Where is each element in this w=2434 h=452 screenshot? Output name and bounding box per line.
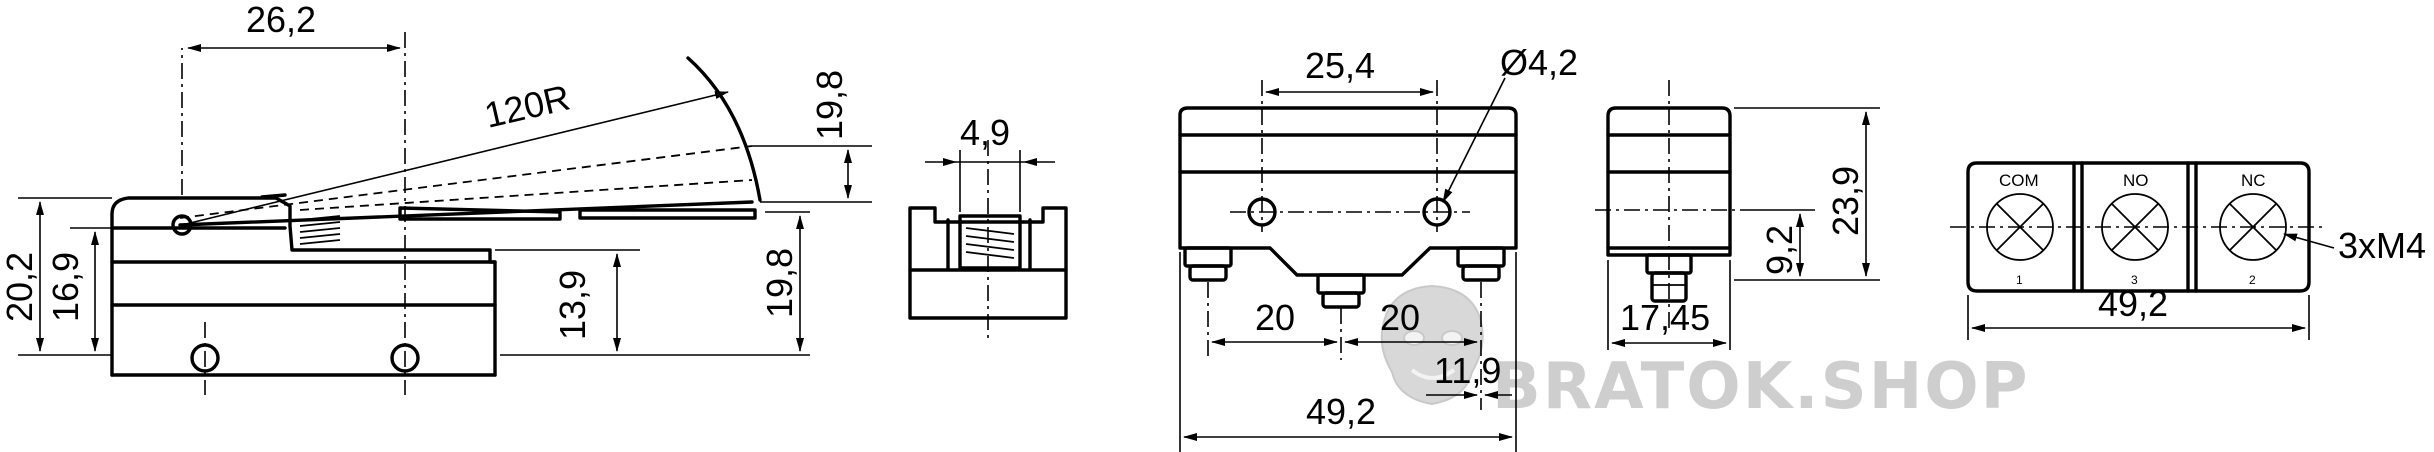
terminal-left [1183, 246, 1233, 282]
screw-no-icon [2101, 193, 2169, 261]
plunger-body [958, 214, 1022, 270]
terminal-body-outline [1966, 161, 2311, 293]
terminal-number-com: 1 [2016, 273, 2023, 287]
terminal-label-com: COM [1999, 171, 2039, 190]
terminal-number-nc: 2 [2249, 273, 2256, 287]
front-view: 25,4 Ø4,2 20 20 11,9 49,2 [1178, 42, 1578, 452]
dim-lever-offset: 26,2 [246, 0, 316, 40]
front-body-outline [1178, 106, 1518, 277]
screw-spec-label: 3xM4 [2338, 225, 2426, 266]
dim-mount-height: 13,9 [552, 270, 593, 340]
watermark-text: BRATOK.SHOP [1492, 350, 2030, 424]
plunger-housing-outline [908, 206, 1068, 320]
dim-hole-height: 9,2 [1759, 225, 1800, 275]
dim-button-height: 19,8 [759, 248, 800, 318]
side-view: 120R 26,2 19,8 19,8 13,9 20,2 16,9 [0, 0, 872, 395]
terminal-number-no: 3 [2131, 273, 2138, 287]
end-view: 23,9 9,2 17,45 [1595, 80, 1880, 350]
dim-plunger-width: 4,9 [960, 112, 1010, 153]
terminal-label-nc: NC [2241, 171, 2266, 190]
radius-label: 120R [481, 76, 574, 135]
leader-line [1442, 77, 1506, 203]
plunger-spring [965, 227, 1015, 259]
terminal-center [1316, 273, 1366, 309]
dim-end-width: 17,45 [1620, 297, 1710, 338]
dim-overtravel-height: 19,8 [809, 70, 850, 140]
dim-end-height: 23,9 [1825, 166, 1866, 236]
dim-hole-spacing: 25,4 [1305, 45, 1375, 86]
end-body-outline [1606, 106, 1732, 257]
screw-com-icon [1986, 193, 2054, 261]
lever-arm [178, 193, 757, 227]
lever-travel-dashed [179, 145, 753, 219]
dim-height-body: 16,9 [45, 252, 86, 322]
terminal-view: COM NO NC 1 3 2 3xM4 49,2 [1950, 161, 2426, 340]
plunger-walls [946, 218, 1032, 270]
pivot-hole [171, 214, 193, 236]
terminal-right [1456, 246, 1506, 282]
leader-line [2283, 233, 2335, 249]
switch-body-outline [110, 196, 497, 377]
plunger-detail-view: 4,9 [908, 112, 1068, 340]
dim-overall-length: 49,2 [1306, 391, 1376, 432]
radius-line [181, 91, 729, 226]
dim-hole-diameter: Ø4,2 [1500, 42, 1578, 83]
watermark: BRATOK.SHOP [1380, 284, 2030, 424]
screw-nc-icon [2219, 193, 2287, 261]
dim-height-total: 20,2 [0, 252, 40, 322]
dim-terminal-pitch-left: 20 [1255, 297, 1295, 338]
dim-terminal-length: 49,2 [2098, 283, 2168, 324]
lever-radius-arc [686, 56, 762, 202]
dim-edge-to-terminal: 11,9 [1434, 350, 1501, 391]
dim-terminal-pitch-right: 20 [1380, 297, 1420, 338]
terminal-label-no: NO [2123, 171, 2149, 190]
